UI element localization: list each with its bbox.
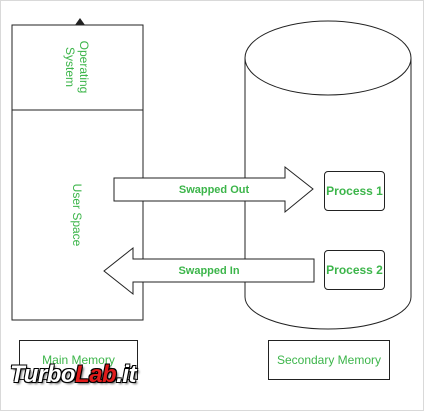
turbolab-watermark-logo: TurboLab.it <box>10 361 137 389</box>
watermark-part1: Turbo <box>10 361 76 388</box>
user-space-label: User Space <box>70 184 84 247</box>
process-1-label: Process 1 <box>326 184 383 198</box>
process-1-box: Process 1 <box>324 171 385 211</box>
swapped-out-label: Swapped Out <box>179 184 250 196</box>
cylinder-top <box>244 20 412 96</box>
secondary-memory-caption-text: Secondary Memory <box>276 353 382 367</box>
main-memory-caption-text: Main Memory <box>42 353 115 367</box>
swapped-in-arrow <box>103 246 315 296</box>
process-2-label: Process 2 <box>326 263 383 277</box>
top-marker <box>75 18 85 25</box>
watermark-part2: Lab <box>75 361 117 388</box>
swapped-in-label: Swapped In <box>178 265 239 277</box>
main-memory-caption: Main Memory <box>19 340 138 380</box>
watermark-part3: .it <box>116 361 137 388</box>
os-label-line1: Operating <box>77 41 91 94</box>
process-2-box: Process 2 <box>324 250 385 290</box>
os-label-line2: System <box>63 47 77 87</box>
swapped-out-arrow <box>113 165 314 214</box>
secondary-memory-caption: Secondary Memory <box>268 340 390 380</box>
